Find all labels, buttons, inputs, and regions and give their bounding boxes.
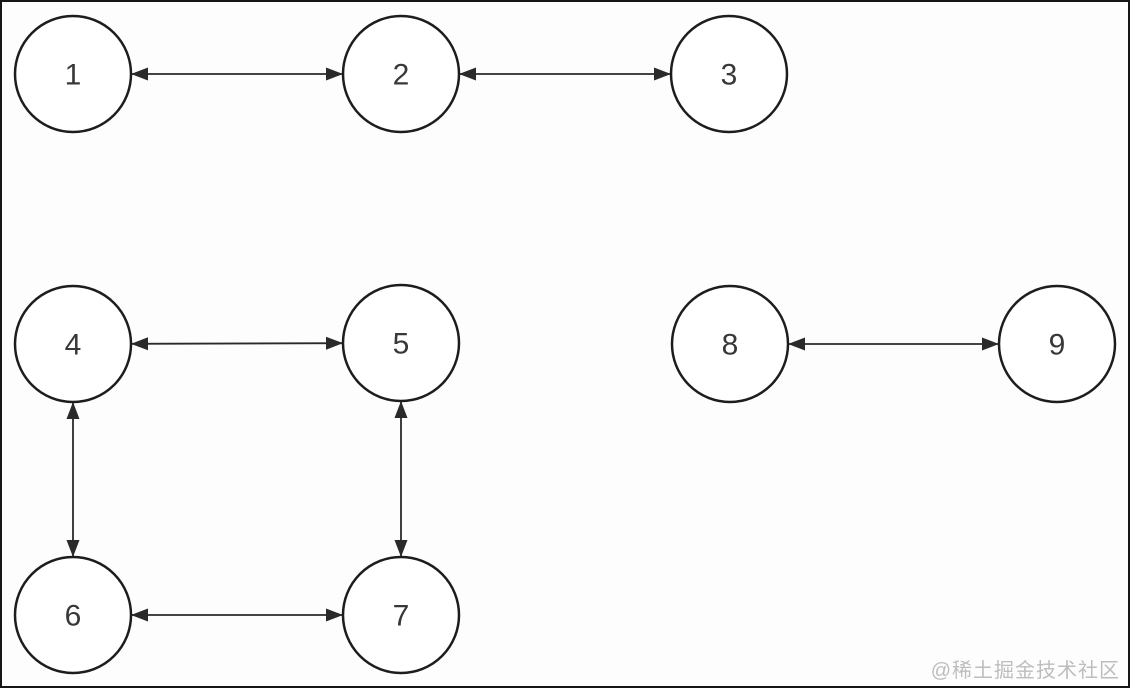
graph-node-label-5: 5 (393, 328, 410, 361)
graph-node-7: 7 (341, 555, 461, 675)
graph-node-4: 4 (13, 284, 133, 404)
graph-node-label-9: 9 (1049, 329, 1066, 362)
graph-node-1: 1 (13, 14, 133, 134)
graph-node-circle-8 (670, 284, 790, 404)
graph-node-2: 2 (341, 14, 461, 134)
graph-node-circle-4 (13, 284, 133, 404)
graph-node-circle-2 (341, 14, 461, 134)
graph-node-circle-7 (341, 555, 461, 675)
graph-node-3: 3 (669, 14, 789, 134)
graph-node-label-1: 1 (65, 59, 82, 92)
graph-node-label-3: 3 (721, 59, 738, 92)
watermark: @稀土掘金技术社区 (930, 660, 1120, 682)
graph-node-label-7: 7 (393, 600, 410, 633)
graph-node-8: 8 (670, 284, 790, 404)
graph-node-circle-6 (13, 555, 133, 675)
graph-node-label-4: 4 (65, 329, 82, 362)
graph-node-5: 5 (341, 283, 461, 403)
graph-node-circle-9 (997, 284, 1117, 404)
graph-node-label-6: 6 (65, 600, 82, 633)
graph-node-9: 9 (997, 284, 1117, 404)
graph-node-circle-5 (341, 283, 461, 403)
graph-node-6: 6 (13, 555, 133, 675)
graph-node-circle-1 (13, 14, 133, 134)
graph-edge-4-5 (130, 336, 344, 351)
graph-node-label-8: 8 (722, 329, 739, 362)
graph-node-label-2: 2 (393, 59, 410, 92)
graph-node-circle-3 (669, 14, 789, 134)
